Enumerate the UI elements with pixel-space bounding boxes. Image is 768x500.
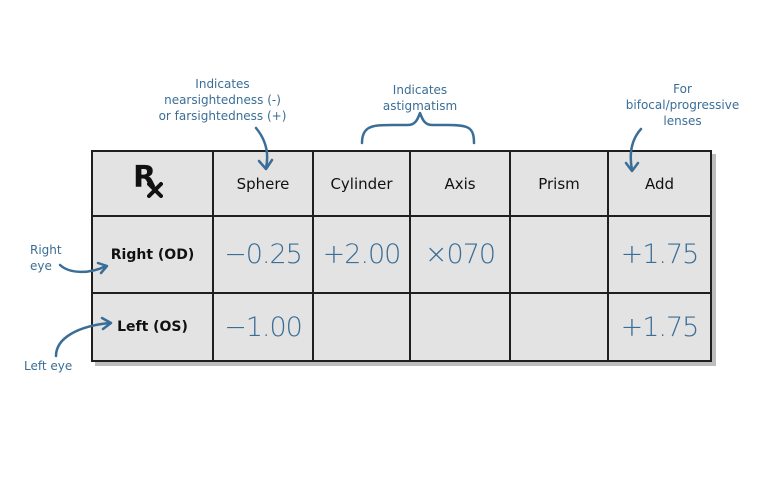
- header-prism: Prism: [509, 150, 609, 217]
- left-add-value: +1.75: [607, 292, 712, 362]
- left-axis-value: [409, 292, 511, 362]
- sphere-annotation-line-2: nearsightedness (-): [164, 93, 281, 107]
- add-arrow-icon: [629, 127, 643, 172]
- astigmatism-annotation-line-2: astigmatism: [382, 99, 458, 113]
- add-annotation-line-2: bifocal/progressive: [625, 98, 740, 112]
- astigmatism-brace-icon: [360, 111, 476, 145]
- prescription-table: R Sphere Cylinder Axis Prism Add Right (…: [91, 150, 712, 362]
- sphere-arrowhead-icon: [257, 158, 274, 171]
- right-eye-annotation-line-1: Right: [30, 243, 62, 257]
- left-sphere-value: −1.00: [212, 292, 314, 362]
- header-cylinder: Cylinder: [312, 150, 411, 217]
- left-eye-annotation: Left eye: [24, 359, 73, 373]
- table-header-row: R Sphere Cylinder Axis Prism Add: [91, 150, 712, 217]
- astigmatism-annotation: Indicates astigmatism: [365, 82, 475, 114]
- right-cylinder-value: +2.00: [312, 215, 411, 294]
- right-eye-annotation: Right eye: [30, 242, 62, 274]
- right-eye-annotation-line-2: eye: [30, 259, 52, 273]
- left-cylinder-value: [312, 292, 411, 362]
- header-sphere: Sphere: [212, 150, 314, 217]
- rx-cross-icon: [147, 182, 163, 198]
- row-label-left: Left (OS): [91, 292, 214, 362]
- right-add-value: +1.75: [607, 215, 712, 294]
- add-annotation-line-3: lenses: [663, 114, 702, 128]
- sphere-annotation-line-3: or farsightedness (+): [158, 109, 287, 123]
- right-eye-arrow-icon: [58, 263, 108, 274]
- sphere-annotation: Indicates nearsightedness (-) or farsigh…: [150, 76, 295, 124]
- left-eye-arrowhead-icon: [100, 316, 113, 331]
- add-annotation-line-1: For: [673, 82, 692, 96]
- row-label-right: Right (OD): [91, 215, 214, 294]
- left-eye-arrow-icon: [54, 321, 112, 358]
- rx-symbol-cell: R: [91, 150, 214, 217]
- sphere-arrow-icon: [254, 126, 269, 170]
- left-prism-value: [509, 292, 609, 362]
- right-eye-arrowhead-icon: [96, 261, 109, 275]
- right-prism-value: [509, 215, 609, 294]
- add-annotation: For bifocal/progressive lenses: [610, 81, 755, 129]
- right-sphere-value: −0.25: [212, 215, 314, 294]
- header-axis: Axis: [409, 150, 511, 217]
- table-row: Left (OS) −1.00 +1.75: [91, 292, 712, 362]
- header-add: Add: [607, 150, 712, 217]
- table-row: Right (OD) −0.25 +2.00 ×070 +1.75: [91, 215, 712, 294]
- add-arrowhead-icon: [624, 161, 640, 173]
- astigmatism-annotation-line-1: Indicates: [392, 83, 448, 97]
- right-axis-value: ×070: [409, 215, 511, 294]
- sphere-annotation-line-1: Indicates: [195, 77, 250, 91]
